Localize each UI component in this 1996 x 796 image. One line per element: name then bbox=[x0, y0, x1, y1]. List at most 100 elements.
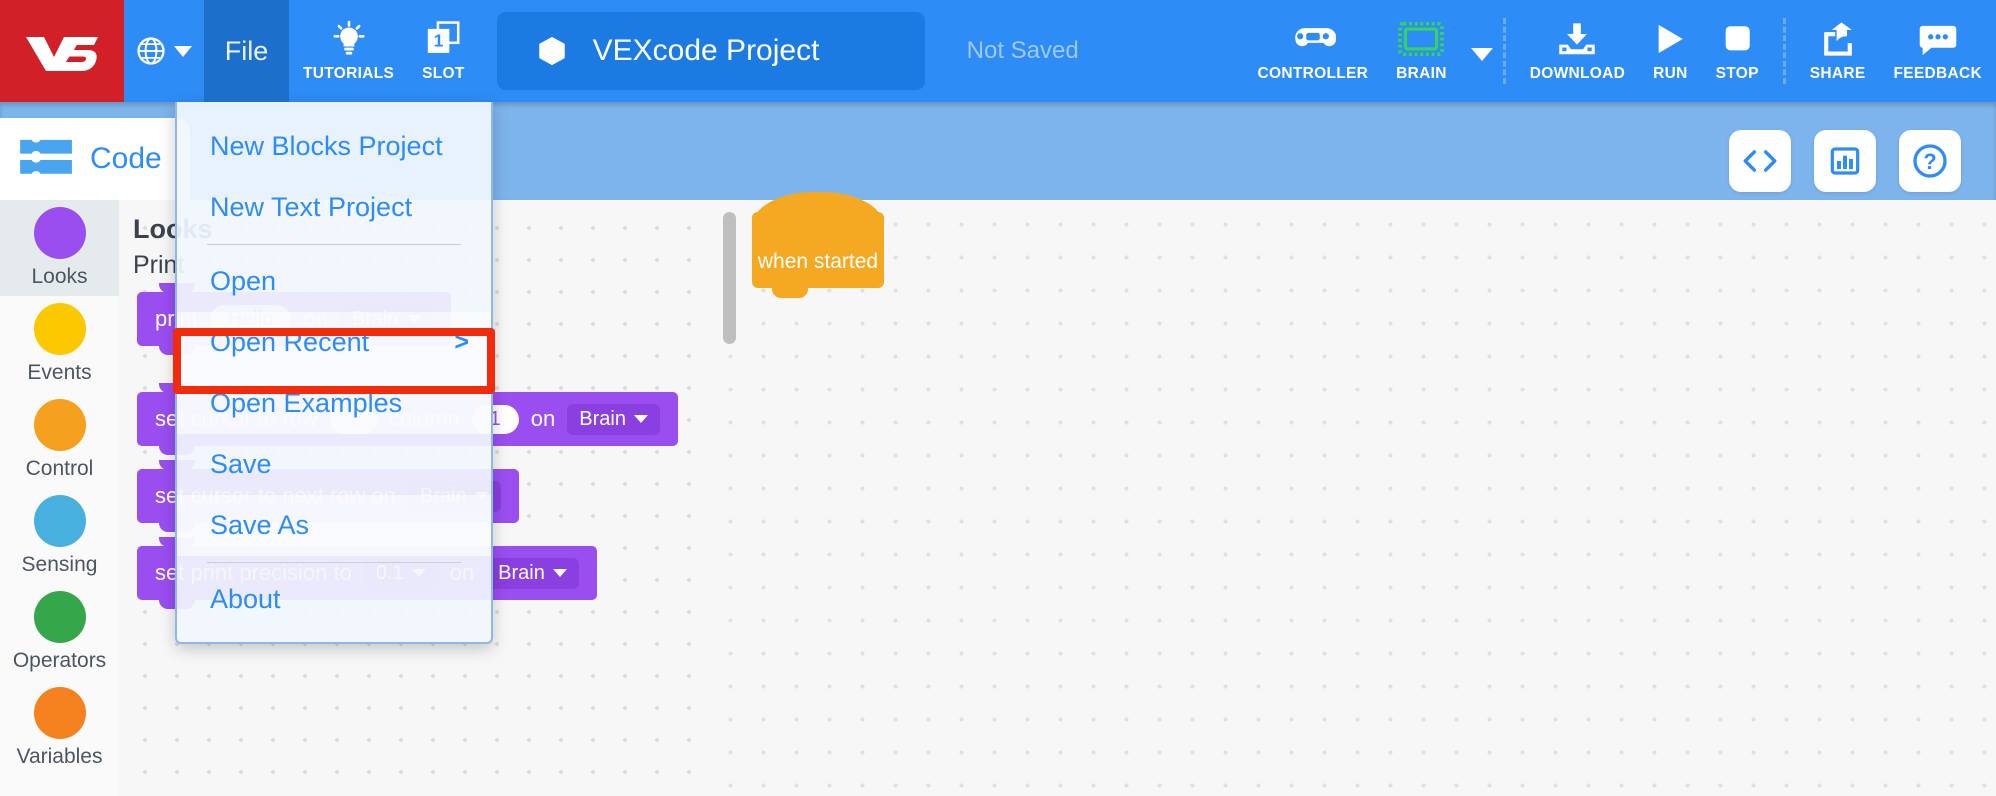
menu-item-new-blocks-project-label: New Blocks Project bbox=[210, 131, 443, 161]
submenu-arrow-icon: > bbox=[454, 328, 469, 356]
workspace-block-when-started[interactable]: when started bbox=[752, 192, 884, 298]
file-menu-label: File bbox=[224, 35, 269, 66]
brain-chevron-down-icon[interactable] bbox=[1470, 47, 1493, 61]
brain-label: BRAIN bbox=[1396, 64, 1447, 82]
brain-button[interactable]: BRAIN bbox=[1382, 0, 1461, 102]
stop-square-icon bbox=[1721, 20, 1753, 58]
share-label: SHARE bbox=[1809, 64, 1866, 82]
svg-text:1: 1 bbox=[434, 30, 444, 50]
tab-code[interactable]: Code bbox=[0, 118, 190, 200]
hat-block-notch bbox=[772, 287, 808, 298]
slot-icon: 1 bbox=[423, 20, 463, 58]
control-color-dot bbox=[33, 399, 86, 451]
setcursor-device-dropdown[interactable]: Brain bbox=[567, 403, 660, 435]
sidebar-item-operators-label: Operators bbox=[12, 649, 107, 672]
run-button[interactable]: RUN bbox=[1639, 0, 1701, 102]
save-status: Not Saved bbox=[966, 37, 1079, 64]
main-toolbar: File TUTORIALS bbox=[0, 0, 1996, 102]
sidebar-item-operators[interactable]: Operators bbox=[0, 584, 119, 680]
chevron-down-icon bbox=[552, 569, 567, 577]
share-button[interactable]: SHARE bbox=[1796, 0, 1880, 102]
sidebar-item-variables-label: Variables bbox=[16, 745, 103, 768]
menu-item-save-label: Save bbox=[210, 449, 272, 479]
menu-item-save[interactable]: Save bbox=[177, 434, 491, 495]
svg-text:?: ? bbox=[1923, 149, 1936, 174]
chevron-down-icon bbox=[633, 415, 648, 423]
workspace-tool-icons: ? bbox=[1729, 130, 1961, 192]
sidebar-item-sensing[interactable]: Sensing bbox=[0, 488, 119, 584]
v5-logo-icon bbox=[26, 37, 98, 71]
menu-item-open-examples[interactable]: Open Examples bbox=[177, 373, 491, 434]
sidebar-item-control[interactable]: Control bbox=[0, 392, 119, 488]
controller-button[interactable]: CONTROLLER bbox=[1243, 0, 1382, 102]
project-name-text: VEXcode Project bbox=[592, 34, 820, 67]
comment-dots-icon bbox=[1919, 20, 1957, 58]
blocks-icon bbox=[20, 139, 72, 174]
download-button[interactable]: DOWNLOAD bbox=[1516, 0, 1639, 102]
workspace-vertical-scrollbar[interactable] bbox=[723, 212, 736, 344]
sidebar-item-variables[interactable]: Variables bbox=[0, 680, 119, 776]
share-box-icon bbox=[1820, 20, 1856, 58]
toolbar-divider bbox=[1502, 18, 1506, 84]
menu-item-new-text-project-label: New Text Project bbox=[210, 192, 413, 222]
slot-button[interactable]: 1 SLOT bbox=[408, 0, 479, 102]
controller-label: CONTROLLER bbox=[1257, 64, 1369, 82]
menu-item-open-recent[interactable]: Open Recent > bbox=[177, 312, 491, 373]
setcursor-label-2: on bbox=[530, 406, 556, 431]
sidebar-item-control-label: Control bbox=[25, 457, 94, 480]
v5-logo[interactable] bbox=[0, 0, 124, 102]
events-color-dot bbox=[33, 303, 86, 355]
precision-device-value: Brain bbox=[498, 561, 545, 584]
file-dropdown-menu[interactable]: New Blocks Project New Text Project Open… bbox=[175, 102, 493, 644]
run-label: RUN bbox=[1653, 64, 1688, 82]
menu-item-new-text-project[interactable]: New Text Project bbox=[177, 177, 491, 238]
toolbar-divider-2 bbox=[1782, 18, 1786, 84]
category-sidebar: Looks Events Control Sensing Operators V… bbox=[0, 200, 119, 796]
brain-screen-icon bbox=[1398, 20, 1445, 58]
menu-item-about[interactable]: About bbox=[177, 569, 491, 630]
chevron-down-icon bbox=[174, 45, 192, 57]
monitor-console-button[interactable] bbox=[1814, 130, 1876, 192]
operators-color-dot bbox=[33, 591, 86, 643]
menu-item-open-label: Open bbox=[210, 266, 277, 296]
play-icon bbox=[1654, 20, 1686, 58]
menu-item-open-recent-label: Open Recent bbox=[210, 327, 370, 357]
tab-code-label: Code bbox=[90, 142, 162, 175]
toggle-text-view-button[interactable] bbox=[1729, 130, 1791, 192]
menu-item-about-label: About bbox=[210, 584, 281, 614]
feedback-button[interactable]: FEEDBACK bbox=[1879, 0, 1996, 102]
globe-icon bbox=[137, 37, 165, 65]
download-icon bbox=[1557, 20, 1597, 58]
sidebar-item-looks[interactable]: Looks bbox=[0, 200, 119, 296]
setcursor-device-value: Brain bbox=[579, 407, 626, 430]
menu-item-save-as[interactable]: Save As bbox=[177, 495, 491, 556]
toolbar-right-group: CONTROLLER BRAIN bbox=[1243, 0, 1996, 102]
sidebar-item-events[interactable]: Events bbox=[0, 296, 119, 392]
gamepad-icon bbox=[1290, 20, 1336, 58]
looks-color-dot bbox=[33, 207, 86, 259]
menu-separator-1 bbox=[207, 244, 461, 245]
brain-group: BRAIN bbox=[1382, 0, 1493, 102]
help-button[interactable]: ? bbox=[1899, 130, 1961, 192]
blocks-workspace[interactable]: when started bbox=[700, 192, 1996, 796]
tutorials-label: TUTORIALS bbox=[303, 64, 395, 82]
sensing-color-dot bbox=[33, 495, 86, 547]
stop-button[interactable]: STOP bbox=[1702, 0, 1773, 102]
sidebar-item-looks-label: Looks bbox=[31, 265, 88, 288]
menu-item-save-as-label: Save As bbox=[210, 510, 310, 540]
file-menu-button[interactable]: File bbox=[204, 0, 289, 102]
tutorials-button[interactable]: TUTORIALS bbox=[289, 0, 408, 102]
sidebar-item-sensing-label: Sensing bbox=[21, 553, 98, 576]
when-started-label: when started bbox=[757, 250, 879, 273]
menu-item-new-blocks-project[interactable]: New Blocks Project bbox=[177, 116, 491, 177]
hexagon-icon bbox=[538, 36, 565, 66]
slot-label: SLOT bbox=[422, 64, 465, 82]
menu-item-open-examples-label: Open Examples bbox=[210, 388, 403, 418]
precision-device-dropdown[interactable]: Brain bbox=[486, 557, 579, 589]
stop-label: STOP bbox=[1715, 64, 1759, 82]
language-selector[interactable] bbox=[124, 0, 204, 102]
menu-item-open[interactable]: Open bbox=[177, 251, 491, 312]
project-name-field[interactable]: VEXcode Project bbox=[496, 12, 925, 90]
sidebar-item-events-label: Events bbox=[27, 361, 92, 384]
